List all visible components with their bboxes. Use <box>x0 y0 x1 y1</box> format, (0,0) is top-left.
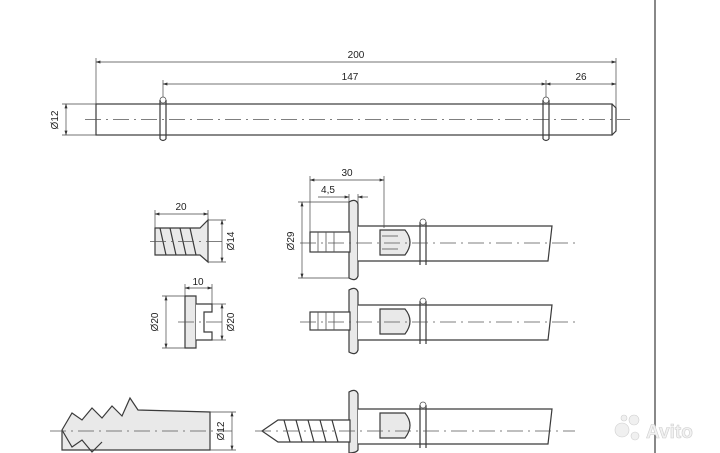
avito-logo-icon <box>614 414 640 441</box>
connector-assembly-middle <box>300 287 575 355</box>
dim-label-hole-spacing: 147 <box>342 72 359 83</box>
dim-label-flange-thickness: 4,5 <box>321 185 335 196</box>
avito-watermark: Avito <box>614 414 693 443</box>
dim-label-anchor-diameter: Ø12 <box>216 421 227 440</box>
dim-label-rod-length: 200 <box>348 50 365 61</box>
connector-assembly-bottom <box>255 389 575 453</box>
plastic-anchor: Ø12 <box>50 396 236 453</box>
dim-label-sleeve-diameter-right: Ø20 <box>226 312 237 331</box>
dim-label-sleeve-length: 10 <box>192 277 204 288</box>
avito-brand-text: Avito <box>646 422 693 443</box>
dim-label-sleeve-diameter-left: Ø20 <box>150 312 161 331</box>
sleeve-part: 10 Ø20 Ø20 <box>150 277 237 349</box>
dim-label-flange-diameter: Ø29 <box>286 231 297 250</box>
dim-label-connector-width: 30 <box>341 168 353 179</box>
threaded-dowel: 20 Ø14 <box>150 202 237 264</box>
dim-label-end-offset: 26 <box>575 72 587 83</box>
rod-hole-left <box>159 96 167 142</box>
connector-assembly-top: 30 4,5 Ø29 <box>286 168 575 281</box>
dim-label-rod-diameter: Ø12 <box>50 110 61 129</box>
main-rod-view: 200 147 26 Ø12 <box>50 50 630 142</box>
dim-label-dowel-diameter: Ø14 <box>226 231 237 250</box>
connector-flange <box>348 199 359 281</box>
dim-label-dowel-length: 20 <box>175 202 187 213</box>
